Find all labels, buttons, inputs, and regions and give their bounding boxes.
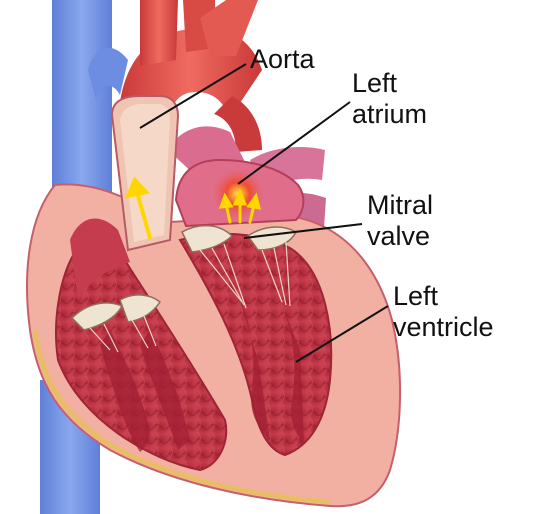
label-left-ventricle-line-1: Left <box>393 281 494 312</box>
label-left-ventricle-line-2: ventricle <box>393 312 494 343</box>
label-aorta: Aorta <box>250 44 315 75</box>
label-mitral-valve-line-1: Mitral <box>367 190 433 221</box>
label-left-atrium-line-1: Left <box>352 68 427 99</box>
label-left-atrium: Left atrium <box>352 68 427 130</box>
label-aorta-line-1: Aorta <box>250 44 315 75</box>
aortic-branch-1 <box>140 0 178 66</box>
label-mitral-valve-line-2: valve <box>367 221 433 252</box>
superior-vena-cava <box>52 0 112 215</box>
label-left-atrium-line-2: atrium <box>352 99 427 130</box>
label-left-ventricle: Left ventricle <box>393 281 494 343</box>
label-mitral-valve: Mitral valve <box>367 190 433 252</box>
